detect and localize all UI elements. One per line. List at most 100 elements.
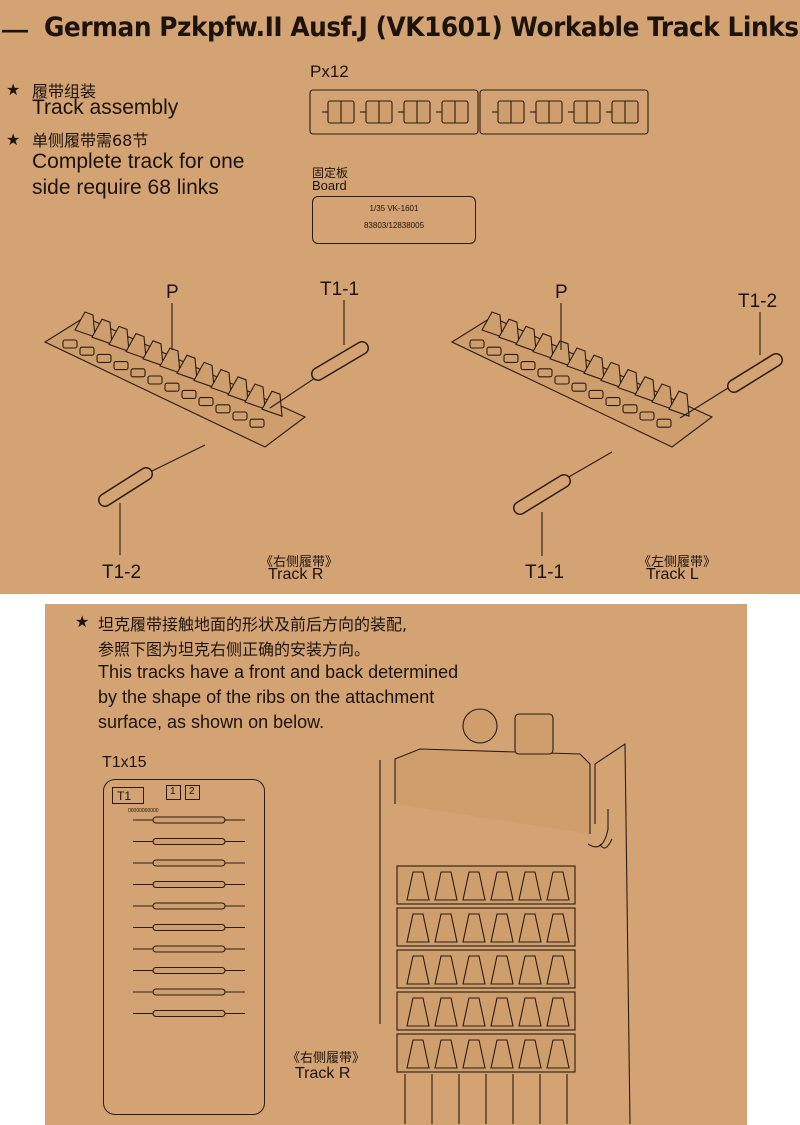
track-link xyxy=(176,354,198,382)
t1-tool-part xyxy=(152,880,226,889)
track-board xyxy=(450,316,714,448)
board-plate: 1/35 VK-1601 83803/12838005 xyxy=(312,196,476,244)
tool-t1-1-right-fill xyxy=(312,342,368,380)
track-rib xyxy=(406,997,430,1027)
track-pin-hole xyxy=(554,375,570,385)
t1-tool-part xyxy=(152,837,226,846)
star-icon: ★ xyxy=(6,82,21,99)
star-icon: ★ xyxy=(75,614,90,631)
t1-tool-part xyxy=(152,902,226,910)
track-rib xyxy=(490,913,514,943)
track-rib xyxy=(490,1039,514,1069)
track-rib xyxy=(406,871,430,901)
track-pin-hole xyxy=(198,397,214,407)
hull-caption-zh: 《右侧履带》 xyxy=(287,1051,366,1066)
sprue-t-frame: T1 1 2 00000000000 xyxy=(103,779,265,1115)
tool-t1-2-left-fill xyxy=(728,354,782,392)
sprue-p-frame xyxy=(309,89,479,135)
track-pin-hole xyxy=(469,339,485,349)
track-rib xyxy=(462,955,486,985)
track-link xyxy=(583,354,605,382)
track-rib xyxy=(406,955,430,985)
track-link xyxy=(532,332,554,360)
periscope xyxy=(462,708,498,744)
hull-side-view xyxy=(379,708,631,1125)
track-pin-hole xyxy=(215,404,231,414)
note-links-zh: 单侧履带需68节 xyxy=(32,131,149,150)
board-text-2: 83803/12838005 xyxy=(363,221,425,230)
track-rib xyxy=(546,871,570,901)
track-rib xyxy=(518,871,542,901)
orientation-note-en-2: by the shape of the ribs on the attachme… xyxy=(98,687,435,707)
track-link xyxy=(634,376,656,403)
sprue-t-tag-text: T1 xyxy=(117,789,132,803)
t1-tool-part xyxy=(152,816,226,824)
track-link xyxy=(227,376,249,403)
track-rib xyxy=(546,997,570,1027)
sprue-t-tag: T1 xyxy=(112,787,144,804)
tool-label-left-top: T1-2 xyxy=(738,291,778,312)
track-link xyxy=(600,361,622,389)
track-link xyxy=(125,332,147,360)
t1-tool-part xyxy=(152,988,226,996)
t1-tool-part xyxy=(152,1009,226,1018)
tool-label-left-bottom: T1-1 xyxy=(525,562,565,583)
track-pin-hole xyxy=(486,346,502,356)
track-link xyxy=(142,340,164,367)
title-dash: — xyxy=(2,14,28,44)
track-link xyxy=(617,368,639,396)
tool-label-right-bottom: T1-2 xyxy=(102,562,142,583)
track-pin-hole xyxy=(113,361,129,371)
sprue-t-tag-1-text: 1 xyxy=(170,786,176,797)
track-pin-hole xyxy=(96,353,112,363)
track-board xyxy=(43,316,307,448)
sprue-p-drawing xyxy=(309,89,649,135)
track-rib xyxy=(546,955,570,985)
orientation-note-zh-1: 坦克履带接触地面的形状及前后方向的装配, xyxy=(98,615,408,634)
star-icon: ★ xyxy=(6,132,21,149)
top-instruction-panel: — German Pzkpfw.II Ausf.J (VK1601) Worka… xyxy=(0,0,800,594)
track-pin-hole xyxy=(588,389,604,399)
leader-line-top xyxy=(679,387,729,419)
track-pin-hole xyxy=(79,346,95,356)
track-link xyxy=(91,318,113,346)
sprue-t-code: 00000000000 xyxy=(128,808,159,814)
track-pin-hole xyxy=(520,361,536,371)
track-rib xyxy=(434,955,458,985)
orientation-note-en-3: surface, as shown on below. xyxy=(98,712,325,732)
track-rib xyxy=(462,913,486,943)
track-rib xyxy=(518,955,542,985)
sprue-t-tag-2: 2 xyxy=(185,785,200,800)
track-rib xyxy=(518,913,542,943)
track-rib xyxy=(434,1039,458,1069)
track-pin-hole xyxy=(164,382,180,392)
track-pin-hole xyxy=(605,397,621,407)
track-pin-hole xyxy=(249,418,265,428)
track-rib xyxy=(546,913,570,943)
sprue-t-tag-2-text: 2 xyxy=(189,786,195,797)
track-pin-hole xyxy=(639,411,655,421)
track-link xyxy=(668,390,690,418)
track-link xyxy=(193,361,215,389)
leader-line-bottom xyxy=(149,444,206,473)
caption-track-r-en: Track R xyxy=(268,566,324,583)
track-pin-hole xyxy=(130,368,146,378)
hull-upper xyxy=(394,748,591,834)
track-link xyxy=(498,318,520,346)
part-p-label-left: P xyxy=(555,282,568,303)
t1-tool-part xyxy=(152,923,226,932)
part-p-label-right: P xyxy=(166,282,179,303)
note-track-assembly-zh: 履带组装 xyxy=(32,82,97,101)
caption-track-l-en: Track L xyxy=(646,566,699,583)
track-link xyxy=(481,311,503,338)
track-rib xyxy=(434,871,458,901)
track-pin-hole xyxy=(571,382,587,392)
track-rib xyxy=(518,1039,542,1069)
track-rib xyxy=(406,913,430,943)
track-pin-hole xyxy=(147,375,163,385)
sprue-p-label: Px12 xyxy=(310,62,349,81)
track-rib xyxy=(490,955,514,985)
track-pin-hole xyxy=(622,404,638,414)
track-pin-hole xyxy=(537,368,553,378)
bottom-instruction-panel: ★ 坦克履带接触地面的形状及前后方向的装配, 参照下图为坦克右侧正确的安装方向。… xyxy=(45,604,747,1125)
